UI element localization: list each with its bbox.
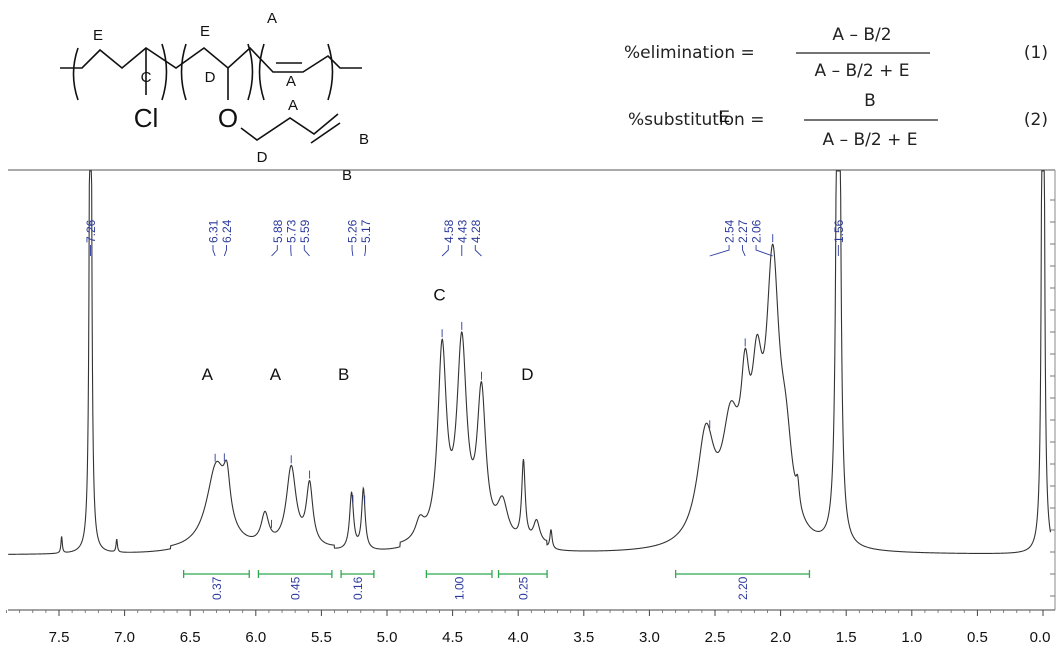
peak-label-connector <box>474 245 482 257</box>
peak-label-connector <box>364 245 366 257</box>
integral-value: 0.37 <box>210 576 224 600</box>
peak-label: 6.24 <box>220 219 234 243</box>
bracket-2-right <box>247 43 254 101</box>
structure-labels: E C E D A A A D B B Cl O <box>93 10 369 184</box>
peak-label-connector <box>755 245 773 257</box>
bracket-3-right <box>327 43 334 101</box>
peak-label: 2.54 <box>723 219 737 243</box>
bracket-1-right <box>161 43 168 101</box>
label-c: C <box>141 69 152 86</box>
integral-layer: 0.37 0.45 0.16 1.00 0.25 2.20 <box>182 570 811 600</box>
peak-label: 5.73 <box>284 219 298 243</box>
spectrum-layer <box>8 170 1052 555</box>
x-tick-label: 2.0 <box>770 629 791 646</box>
x-tick-label: 6.0 <box>245 629 266 646</box>
peak-label: 5.88 <box>271 219 285 243</box>
integral-value: 2.20 <box>736 576 750 600</box>
x-tick-label: 3.0 <box>639 629 660 646</box>
x-tick-label: 4.5 <box>442 629 463 646</box>
eq2-number: (2) <box>1024 110 1048 130</box>
label-d2: D <box>257 149 268 166</box>
peak-label: 2.06 <box>750 219 764 243</box>
polymer-backbone <box>60 46 362 73</box>
x-tick-label: 0.5 <box>967 629 988 646</box>
x-tick-label: 6.5 <box>180 629 201 646</box>
peak-label: 4.43 <box>455 219 469 243</box>
label-d1: D <box>205 69 216 86</box>
polymer-structure <box>60 43 362 144</box>
peak-label-connector <box>351 245 354 257</box>
label-b1: B <box>359 131 369 148</box>
peak-label-connector <box>212 245 216 257</box>
peak-label-connector <box>709 245 730 257</box>
peak-label-connector <box>303 245 310 257</box>
eq1-numerator: A – B/2 <box>832 25 891 45</box>
x-axis-layer: 7.5 7.0 6.5 6.0 5.5 5.0 4.5 4.0 3.5 3.0 2.5 2.0 1.5 1… <box>6 610 1051 646</box>
bracket-1-left <box>72 47 79 101</box>
peak-label: 7.26 <box>84 219 98 243</box>
label-e2: E <box>200 23 210 40</box>
x-tick-label: 4.0 <box>508 629 529 646</box>
x-tick-label: 5.5 <box>311 629 332 646</box>
label-a1: A <box>267 10 277 27</box>
spectrum-trace <box>8 170 1052 555</box>
x-tick-label: 1.0 <box>901 629 922 646</box>
eq2-numerator: B <box>864 91 876 111</box>
peak-label: 6.31 <box>206 219 220 243</box>
equation-1: %elimination = A – B/2 A – B/2 + E (1) <box>624 25 1048 81</box>
eq1-lhs: %elimination = <box>624 43 755 63</box>
label-a3: A <box>288 97 298 114</box>
peak-label: 4.58 <box>442 219 456 243</box>
integral-value: 0.16 <box>351 576 365 600</box>
label-a2: A <box>286 73 296 90</box>
integral-value: 0.25 <box>516 576 530 600</box>
label-e1: E <box>93 27 103 44</box>
right-edge-ticks <box>1050 199 1055 597</box>
assignment-label: C <box>433 285 445 304</box>
terminal-double-bond <box>310 122 341 144</box>
peak-label: 5.17 <box>359 219 373 243</box>
eq1-denominator: A – B/2 + E <box>815 61 910 81</box>
integral-value: 0.45 <box>289 576 303 600</box>
peak-label-connector <box>441 245 449 257</box>
peak-label: 5.26 <box>346 219 360 243</box>
x-tick-label: 5.0 <box>377 629 398 646</box>
atom-o: O <box>218 103 238 133</box>
bracket-2-left <box>180 43 187 101</box>
x-tick-label: 1.5 <box>836 629 857 646</box>
atom-cl: Cl <box>134 103 159 133</box>
eq2-lhs: %substitution = <box>628 110 764 130</box>
assignment-label: A <box>270 365 282 384</box>
x-tick-label: 7.0 <box>114 629 135 646</box>
peak-label: 5.59 <box>298 219 312 243</box>
assignment-label: A <box>202 365 214 384</box>
assignment-layer: A A B C D E <box>202 107 730 384</box>
peak-label-connector <box>223 245 227 257</box>
integral-value: 1.00 <box>453 576 467 600</box>
peak-label: 1.56 <box>832 219 846 243</box>
x-tick-label: 2.5 <box>705 629 726 646</box>
peak-label: 2.27 <box>736 219 750 243</box>
eq1-number: (1) <box>1024 43 1048 63</box>
assignment-label: B <box>338 365 349 384</box>
assignment-label: D <box>521 365 533 384</box>
x-tick-label: 3.5 <box>573 629 594 646</box>
allyl-chain <box>240 113 339 141</box>
peak-label-connector <box>742 245 746 257</box>
peak-label-connector <box>271 245 278 257</box>
assignment-label: E <box>719 107 730 126</box>
x-tick-label: 7.5 <box>49 629 70 646</box>
x-tick-label: 0.0 <box>1030 629 1051 646</box>
equation-2: %substitution = B A – B/2 + E (2) <box>628 91 1048 150</box>
label-b2: B <box>342 167 352 184</box>
peak-label: 4.28 <box>469 219 483 243</box>
bracket-3-left <box>258 43 265 101</box>
eq2-denominator: A – B/2 + E <box>823 130 918 150</box>
